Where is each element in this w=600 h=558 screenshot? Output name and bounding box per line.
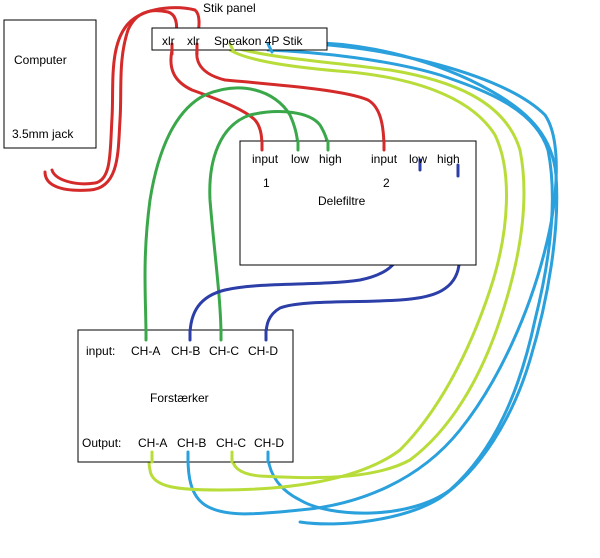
delefiltre-title: Delefiltre <box>318 194 366 208</box>
forstaerker-output-label: Output: <box>82 436 121 450</box>
computer-box <box>3 19 97 149</box>
wire-yellowgreen-speakon-cha <box>147 48 508 492</box>
delefiltre-num1-label: 1 <box>263 176 270 190</box>
wire-yellowgreen-speakon-chc <box>230 46 526 480</box>
forstaerker-output-chc: CH-C <box>216 436 246 450</box>
forstaerker-input-cha: CH-A <box>131 344 160 358</box>
forstaerker-input-chd: CH-D <box>248 344 278 358</box>
delefiltre-input2-label: input <box>371 152 398 166</box>
wire-green-cha-low <box>143 86 300 338</box>
delefiltre-low2-label: low <box>409 152 427 166</box>
delefiltre-input1-label: input <box>252 152 279 166</box>
forstaerker-output-chb: CH-B <box>177 436 206 450</box>
delefiltre-high2-label: high <box>437 152 460 166</box>
wire-red-xlr-input2 <box>195 48 386 152</box>
computer-jack-label: 3.5mm jack <box>12 127 74 141</box>
wire-red-computer-xlr-1 <box>43 9 179 192</box>
stik-panel-title: Stik panel <box>203 1 256 15</box>
forstaerker-output-chd: CH-D <box>254 436 284 450</box>
forstaerker-input-chc: CH-C <box>209 344 239 358</box>
stik-speakon-label: Speakon 4P Stik <box>214 34 304 48</box>
computer-title: Computer <box>14 53 67 67</box>
delefiltre-low1-label: low <box>291 152 309 166</box>
wire-lightblue-extra <box>273 41 559 526</box>
stik-xlr1-label: xlr <box>162 34 175 48</box>
wire-red-xlr-input1 <box>169 48 264 152</box>
wire-red-computer-xlr-2 <box>50 6 201 186</box>
stik-xlr2-label: xlr <box>187 34 200 48</box>
wire-lightblue-speakon-chd <box>266 48 554 515</box>
wire-yg-speakon-end <box>228 42 236 54</box>
forstaerker-input-chb: CH-B <box>171 344 200 358</box>
wire-green-chc-high <box>208 110 330 338</box>
delefiltre-box <box>239 140 477 266</box>
forstaerker-box <box>77 329 294 463</box>
forstaerker-input-label: input: <box>86 344 115 358</box>
wire-lb-speakon-end <box>266 42 274 54</box>
delefiltre-high1-label: high <box>319 152 342 166</box>
forstaerker-title: Forstærker <box>150 391 209 405</box>
delefiltre-num2-label: 2 <box>383 176 390 190</box>
forstaerker-output-cha: CH-A <box>138 436 167 450</box>
